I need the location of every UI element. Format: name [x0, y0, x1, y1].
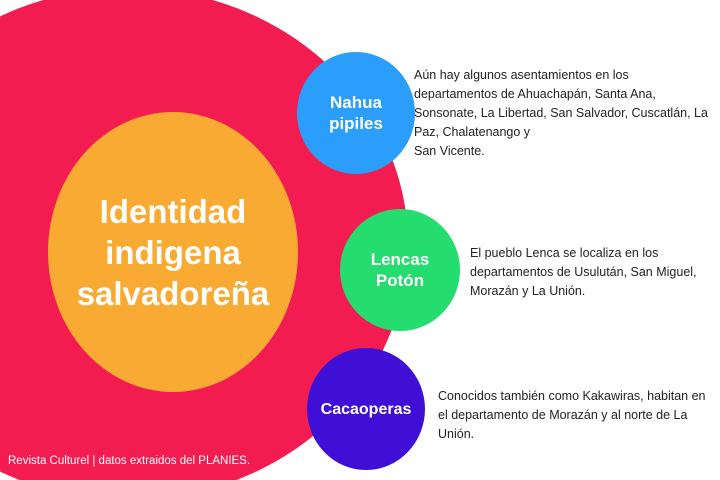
lencas-poton-label: Lencas Potón: [370, 250, 430, 290]
lencas-poton-circle: Lencas Potón: [340, 209, 460, 331]
source-credit: Revista Culturel | datos extraidos del P…: [8, 455, 251, 467]
cacaoperas-description: Conocidos también como Kakawiras, habita…: [438, 389, 706, 441]
nahua-pipiles-label: Nahua pipiles: [329, 93, 383, 133]
nahua-pipiles-description: Aún hay algunos asentamientos en los dep…: [414, 68, 708, 158]
lencas-poton-description: El pueblo Lenca se localiza en los depar…: [470, 246, 697, 298]
nahua-pipiles-circle: Nahua pipiles: [297, 52, 415, 174]
center-circle: Identidad indigena salvadoreña: [48, 112, 298, 392]
center-title: Identidad indigena salvadoreña: [76, 192, 270, 312]
cacaoperas-circle: Cacaoperas: [307, 348, 425, 470]
cacaoperas-label: Cacaoperas: [320, 400, 412, 418]
